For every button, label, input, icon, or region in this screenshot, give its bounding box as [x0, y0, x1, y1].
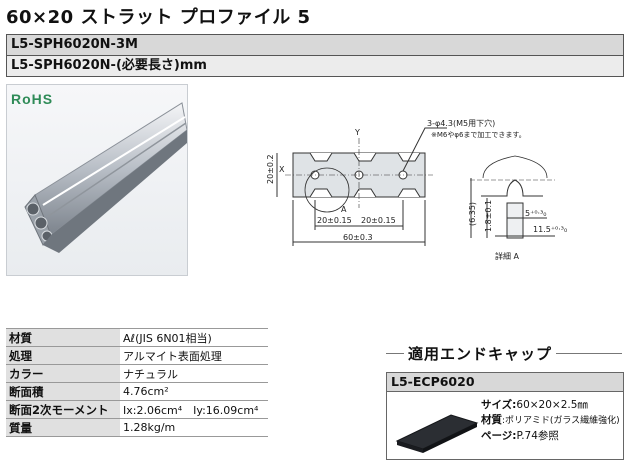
- endcap-image: [395, 414, 479, 453]
- part-number-custom-length: L5-SPH6020N-(必要長さ)mm: [7, 55, 623, 76]
- part-number-box: L5-SPH6020N-3M L5-SPH6020N-(必要長さ)mm: [6, 34, 624, 77]
- rohs-logo: RoHS: [11, 91, 54, 107]
- detail-reference: A: [341, 205, 347, 214]
- endcap-section-title: 適用エンドキャップ: [404, 343, 557, 364]
- pitch-left-dimension: 20±0.15: [317, 216, 352, 225]
- page-title: 60×20 ストラット プロファイル 5: [6, 7, 311, 28]
- spec-row: 処理アルマイト表面処理: [6, 346, 268, 365]
- height-dimension: 20±0.2: [266, 154, 275, 184]
- profile-illustration: [24, 102, 187, 253]
- y-axis-label: Y: [354, 128, 360, 137]
- part-number-3m: L5-SPH6020N-3M: [7, 35, 623, 55]
- hole-note: 3-φ4.3(M5用下穴): [427, 118, 495, 128]
- tap-note: ※M6やφ6まで加工できます。: [431, 130, 526, 139]
- endcap-box: L5-ECP6020 サイズ:60×20×2.5㎜ 材質:ポリアミド(ガラス繊維…: [386, 372, 624, 460]
- pitch-right-dimension: 20±0.15: [361, 216, 396, 225]
- opening-dimension: 5⁺⁰·³₀: [525, 209, 546, 218]
- detail-label: 詳細 A: [495, 251, 520, 261]
- x-axis-label: X: [279, 165, 285, 174]
- endcap-part-number: L5-ECP6020: [387, 373, 623, 392]
- width-dimension: 60±0.3: [343, 233, 373, 242]
- spec-row: カラーナチュラル: [6, 364, 268, 383]
- depth-dimension: (6.35): [468, 202, 477, 226]
- slot-dimension: 1.8±0.1: [484, 200, 493, 232]
- endcap-specs: サイズ:60×20×2.5㎜ 材質:ポリアミド(ガラス繊維強化) ページ:P.7…: [481, 399, 620, 442]
- cross-section-drawing: 20±0.2 X Y A 20±0.15 20±0.15 60±0.3 3-φ4…: [266, 118, 567, 261]
- product-photo: RoHS: [6, 84, 188, 276]
- inner-dimension: 11.5⁺⁰·³₀: [533, 225, 567, 234]
